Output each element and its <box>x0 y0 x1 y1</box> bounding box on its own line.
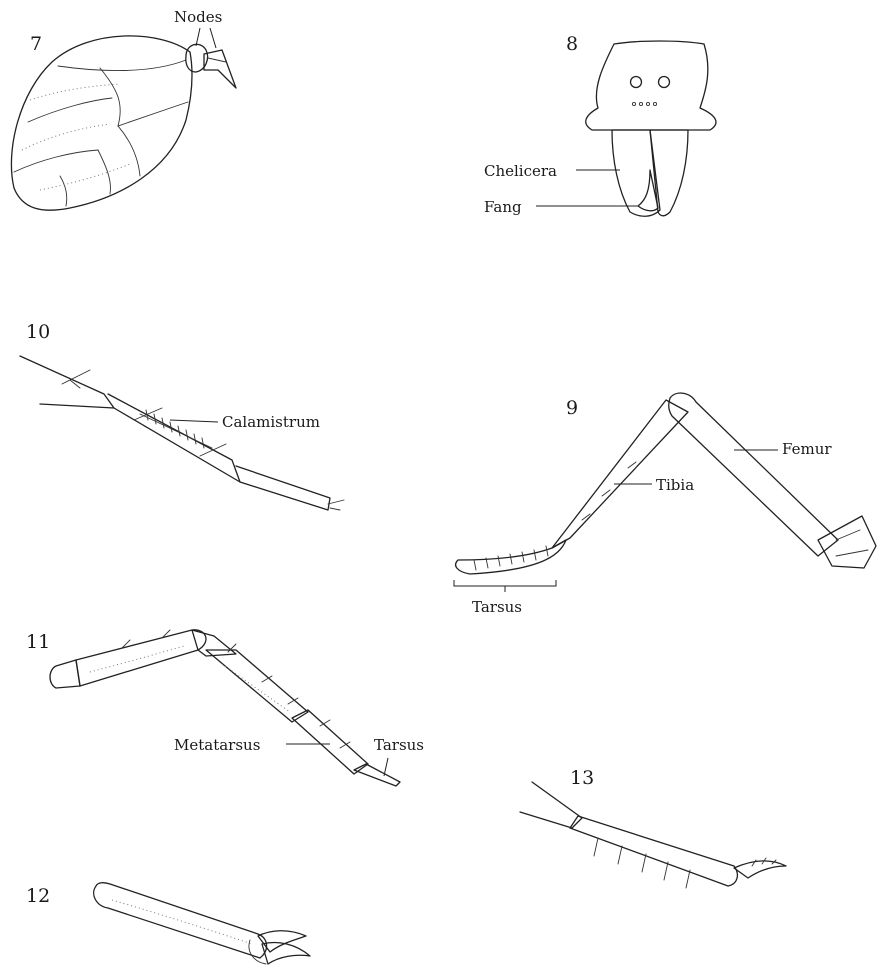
leader-line <box>210 28 216 48</box>
coxa-detail <box>836 530 868 556</box>
tibia <box>206 650 308 722</box>
abdomen-segment-line <box>14 150 111 194</box>
figure-10: 10 Calamistrum <box>20 321 344 510</box>
label-tibia: Tibia <box>656 476 694 494</box>
tarsal-claw <box>328 500 344 510</box>
leg-segment <box>94 883 267 958</box>
head-outline <box>586 41 716 130</box>
label-chelicera: Chelicera <box>484 162 557 180</box>
label-fang: Fang <box>484 198 522 216</box>
petiole-node-detail <box>208 58 226 62</box>
leader-line <box>170 420 218 422</box>
figure-13: 13 <box>520 767 786 888</box>
label-calamistrum: Calamistrum <box>222 413 320 431</box>
eye-icon <box>631 77 642 88</box>
tarsus-bracket <box>454 580 556 592</box>
figure-12-number: 12 <box>26 885 50 907</box>
leg-stippling <box>90 646 290 712</box>
claw <box>734 861 786 878</box>
figure-10-number: 10 <box>26 321 50 343</box>
tarsus-spines <box>474 546 548 570</box>
tarsus <box>354 764 400 786</box>
figure-11-number: 11 <box>26 631 50 653</box>
abdomen-segment-line <box>100 68 188 126</box>
label-metatarsus: Metatarsus <box>174 736 260 754</box>
figure-7-number: 7 <box>30 33 42 55</box>
abdomen-outline <box>11 36 192 210</box>
figure-11: 11 Metatarsus Tarsus <box>26 630 424 786</box>
eye-icon <box>659 77 670 88</box>
figure-12: 12 <box>26 883 310 964</box>
leg-segment <box>108 394 240 482</box>
abdomen-stippling <box>22 84 130 190</box>
figure-8-number: 8 <box>566 33 578 55</box>
coxa <box>818 516 876 568</box>
label-tarsus: Tarsus <box>472 598 522 616</box>
leader-line <box>384 758 388 776</box>
figure-8: 8 Chelicera Fang <box>484 33 716 216</box>
coxa <box>50 660 80 688</box>
abdomen-segment-line <box>28 98 112 122</box>
abdomen-segment-line <box>60 176 67 206</box>
figure-9-number: 9 <box>566 397 578 419</box>
spines <box>594 838 690 888</box>
label-nodes: Nodes <box>174 8 222 26</box>
eye-icon <box>653 102 656 105</box>
bristle <box>582 462 636 520</box>
eye-icon <box>632 102 635 105</box>
patella <box>192 630 236 656</box>
figure-13-number: 13 <box>570 767 594 789</box>
abdomen-segment-line <box>118 126 140 176</box>
eye-icon <box>646 102 649 105</box>
leg-stippling <box>112 900 252 944</box>
leader-line <box>196 28 200 46</box>
figure-9: 9 Femur Tibia Tarsus <box>454 393 876 616</box>
bristle <box>122 630 350 748</box>
claw <box>262 943 310 965</box>
femur <box>669 393 838 556</box>
chelicera-left <box>612 130 660 216</box>
eye-icon <box>639 102 642 105</box>
petiole-node <box>204 50 236 88</box>
leg-segment <box>236 466 330 510</box>
figure-7: 7 Nodes <box>11 8 236 210</box>
abdomen-segment-line <box>58 60 186 71</box>
label-tarsus-11: Tarsus <box>374 736 424 754</box>
label-femur: Femur <box>782 440 832 458</box>
tibia <box>552 400 688 548</box>
